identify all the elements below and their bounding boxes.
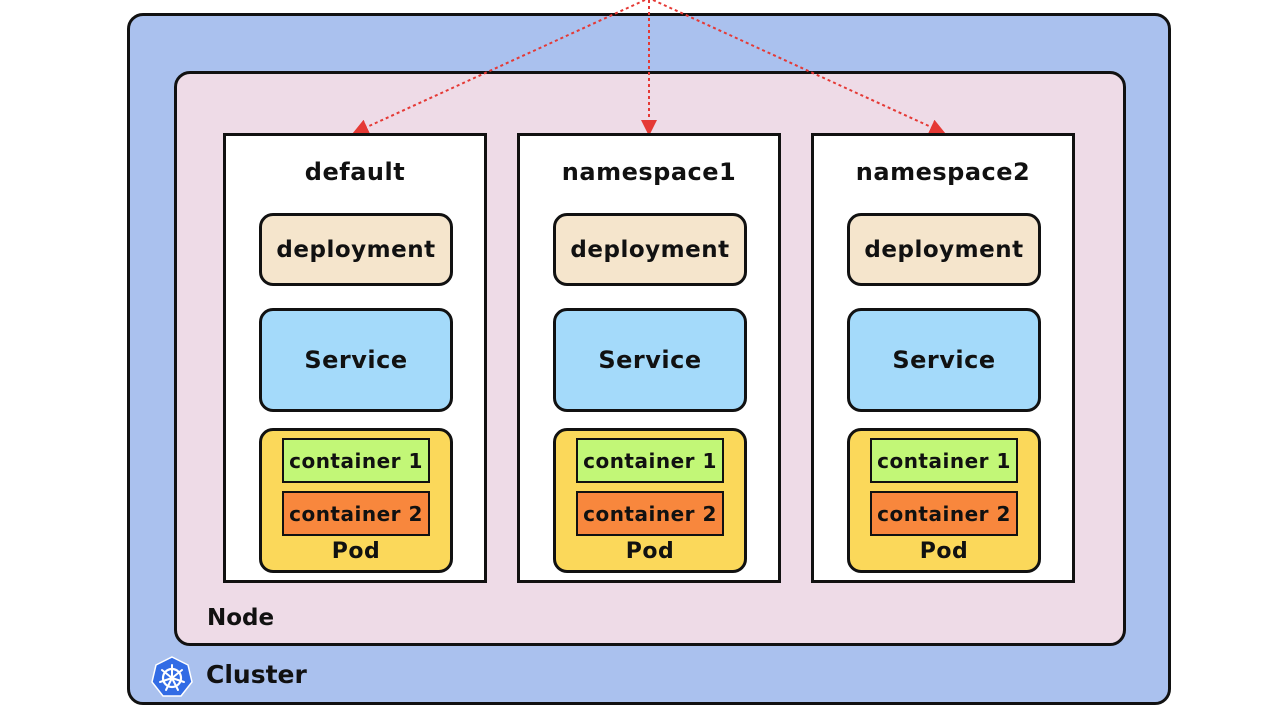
node-label: Node bbox=[207, 605, 275, 631]
pod-box: container 1 container 2 Pod bbox=[259, 428, 453, 573]
container-1-box: container 1 bbox=[282, 438, 430, 483]
namespace-title: namespace1 bbox=[561, 158, 737, 186]
namespace-title: default bbox=[304, 158, 406, 186]
service-box: Service bbox=[553, 308, 747, 412]
container-2-box: container 2 bbox=[576, 491, 724, 536]
pod-label: Pod bbox=[625, 539, 675, 564]
deployment-box: deployment bbox=[847, 213, 1041, 286]
pod-box: container 1 container 2 Pod bbox=[553, 428, 747, 573]
cluster-label: Cluster bbox=[206, 660, 307, 689]
namespace-box-namespace1: namespace1 deployment Service container … bbox=[517, 133, 781, 583]
namespace-box-default: default deployment Service container 1 c… bbox=[223, 133, 487, 583]
pod-label: Pod bbox=[331, 539, 381, 564]
namespace-title: namespace2 bbox=[855, 158, 1031, 186]
container-1-box: container 1 bbox=[870, 438, 1018, 483]
service-box: Service bbox=[847, 308, 1041, 412]
pod-label: Pod bbox=[919, 539, 969, 564]
namespace-box-namespace2: namespace2 deployment Service container … bbox=[811, 133, 1075, 583]
service-box: Service bbox=[259, 308, 453, 412]
kubernetes-icon bbox=[151, 656, 193, 697]
deployment-box: deployment bbox=[553, 213, 747, 286]
container-2-box: container 2 bbox=[870, 491, 1018, 536]
pod-box: container 1 container 2 Pod bbox=[847, 428, 1041, 573]
container-2-box: container 2 bbox=[282, 491, 430, 536]
container-1-box: container 1 bbox=[576, 438, 724, 483]
deployment-box: deployment bbox=[259, 213, 453, 286]
